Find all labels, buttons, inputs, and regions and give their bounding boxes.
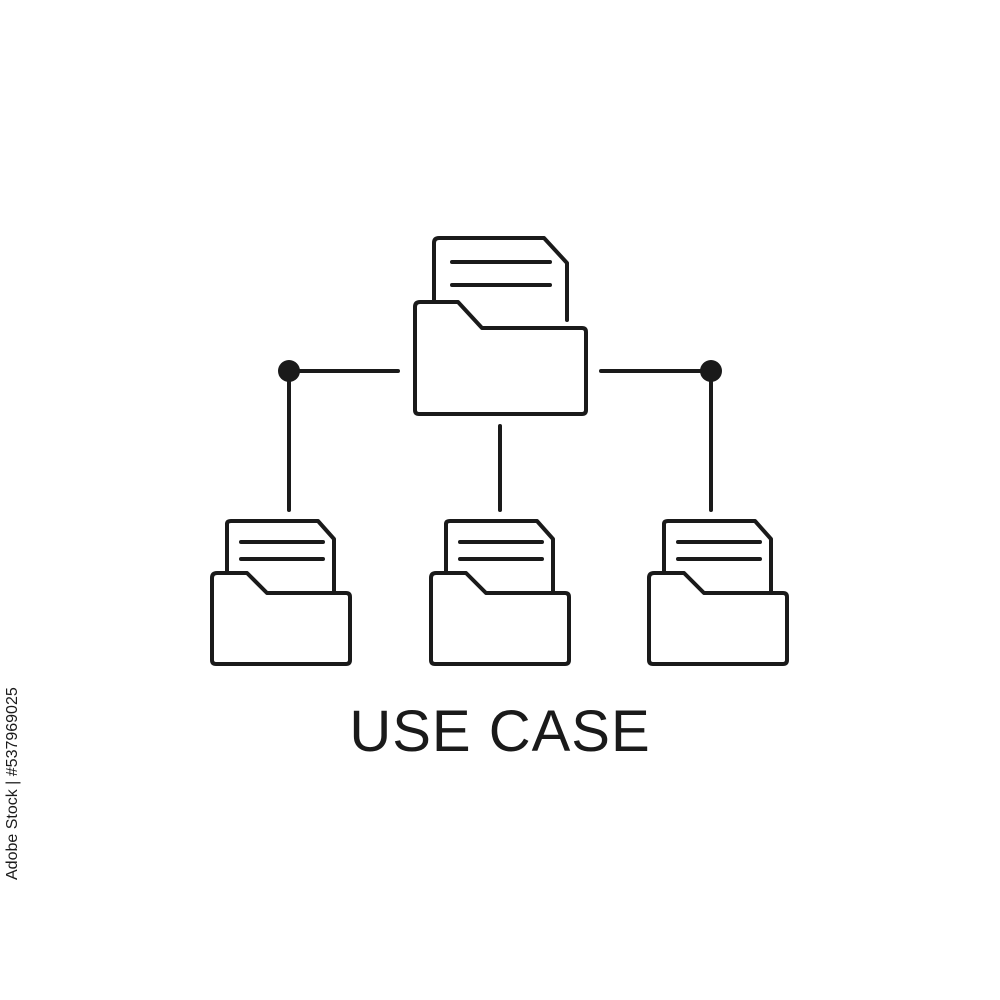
folder-with-document-icon [413, 236, 588, 416]
folder-body [210, 571, 352, 666]
document-sheet [662, 519, 773, 594]
folder-body [413, 300, 588, 416]
connector-lines [278, 360, 722, 512]
caption-title: USE CASE [349, 699, 651, 764]
document-sheet [432, 236, 569, 322]
folder-with-document-icon [210, 519, 352, 666]
folder-with-document-icon [429, 519, 571, 666]
folder-with-document-icon [647, 519, 789, 666]
folder-body [429, 571, 571, 666]
connector-left-node [278, 360, 300, 382]
folder-body [647, 571, 789, 666]
document-sheet [225, 519, 336, 594]
stock-id-label: Adobe Stock | #537969025 [4, 687, 21, 880]
connector-right-node [700, 360, 722, 382]
document-sheet [444, 519, 555, 594]
